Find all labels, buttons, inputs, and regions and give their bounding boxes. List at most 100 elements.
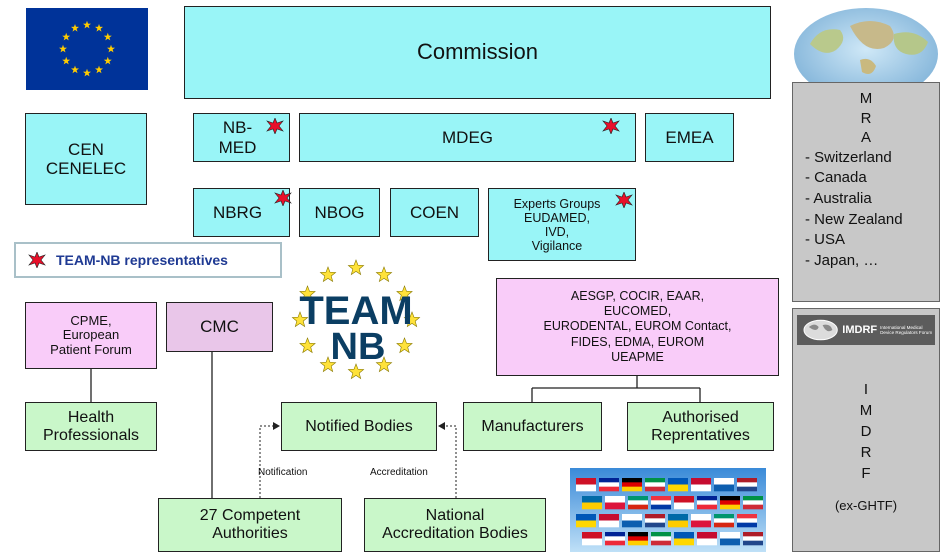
eu-member-flags-image [570,468,766,552]
health-line1: Health [67,408,115,426]
flag [720,532,740,546]
nb-med-line2: MED [218,137,257,157]
eu-flag-star [103,56,112,65]
experts-groups-box: Experts Groups EUDAMED, IVD, Vigilance [488,188,636,261]
flag [714,478,734,492]
national-accreditation-box: National Accreditation Bodies [364,498,546,552]
globe-icon [794,8,938,82]
team-nb-star-icon [28,252,46,268]
eu-flag-star [62,56,71,65]
coen-label: COEN [409,202,460,222]
flag [743,532,763,546]
imdrf-letter-f: F [861,465,871,482]
nbog-label: NBOG [314,202,365,222]
logo-star [347,259,365,276]
flag [743,496,763,510]
commission-label: Commission [416,39,539,65]
flag [737,514,757,528]
commission-box: Commission [184,6,771,99]
cpme-box: CPME, European Patient Forum [25,302,157,369]
team-logo-text: TEAM [299,289,412,333]
eu-flag-star [107,44,115,53]
flag [622,478,642,492]
arrowhead-notification [273,422,280,430]
team-nb-logo: TEAM NB [291,259,421,380]
imdrf-letters: I M D R F [793,379,939,484]
mra-country: - Canada [805,169,867,187]
eu-flag-star [83,68,91,77]
connector-notification [259,425,276,498]
nb-med-line1: NB- [222,118,253,138]
logo-star [403,311,421,328]
eu-flag-icon [26,8,148,90]
coen-box: COEN [390,188,479,237]
nbrg-label: NBRG [212,202,263,222]
flag [576,478,596,492]
imdrf-logo-sub: International Medical Device Regulators … [880,324,933,335]
flag [605,532,625,546]
flag [645,478,665,492]
competent-line2: Authorities [212,525,288,542]
mra-letter-r: R [860,109,872,127]
flag [691,514,711,528]
team-nb-star-icon [602,118,620,134]
flag [582,532,602,546]
connector-accreditation [442,425,457,498]
notified-bodies-box: Notified Bodies [281,402,437,451]
mra-letter-m: M [859,90,873,107]
competent-line1: 27 Competent [199,507,301,525]
assoc-line3: EURODENTAL, EUROM Contact, [543,319,732,334]
arrowhead-accreditation [438,422,445,430]
mra-country: - Japan, … [805,251,879,269]
experts-line3: IVD, [544,224,570,239]
logo-star [375,356,393,373]
emea-box: EMEA [645,113,734,162]
flag [628,496,648,510]
imdrf-panel: IMDRF International Medical Device Regul… [792,308,940,552]
logo-star [299,337,316,354]
flag [714,514,734,528]
legend-label: TEAM-NB representatives [56,252,228,268]
flag [674,532,694,546]
flag [645,514,665,528]
flag [668,514,688,528]
flag [576,514,596,528]
competent-authorities-box: 27 Competent Authorities [158,498,342,552]
eu-flag-star [95,24,103,32]
flag [622,514,642,528]
flag [697,532,717,546]
imdrf-logo-text: IMDRF [842,324,878,336]
flag [628,532,648,546]
flag [605,496,625,510]
mra-country: - Switzerland [805,148,892,166]
notification-label: Notification [258,467,308,478]
team-nb-star-icon [615,192,633,208]
flag [582,496,602,510]
assoc-line5: UEAPME [611,349,664,364]
national-line1: National [425,507,485,525]
eu-flag-star [103,32,112,41]
eu-flag-star [71,65,79,74]
mdeg-label: MDEG [442,127,493,147]
imdrf-note: (ex-GHTF) [834,498,898,513]
authorised-line1: Authorised [662,408,739,426]
mra-country: - New Zealand [805,210,903,228]
flag [697,496,717,510]
flag [737,478,757,492]
team-nb-star-icon [266,118,284,134]
assoc-line1: AESGP, COCIR, EAAR, [570,288,705,303]
health-professionals-box: Health Professionals [25,402,157,451]
authorised-line2: Reprentatives [651,426,750,444]
logo-star [291,311,309,328]
flag [651,532,671,546]
nbrg-box: NBRG [193,188,290,237]
cmc-label: CMC [200,317,239,337]
mdeg-box: MDEG [299,113,636,162]
logo-star [319,356,337,373]
cpme-line3: Patient Forum [50,341,132,357]
emea-label: EMEA [665,127,714,147]
assoc-line4: FIDES, EDMA, EUROM [570,334,705,349]
national-line2: Accreditation Bodies [382,525,528,542]
flag [691,478,711,492]
cen-cenelec-box: CEN CENELEC [25,113,147,205]
